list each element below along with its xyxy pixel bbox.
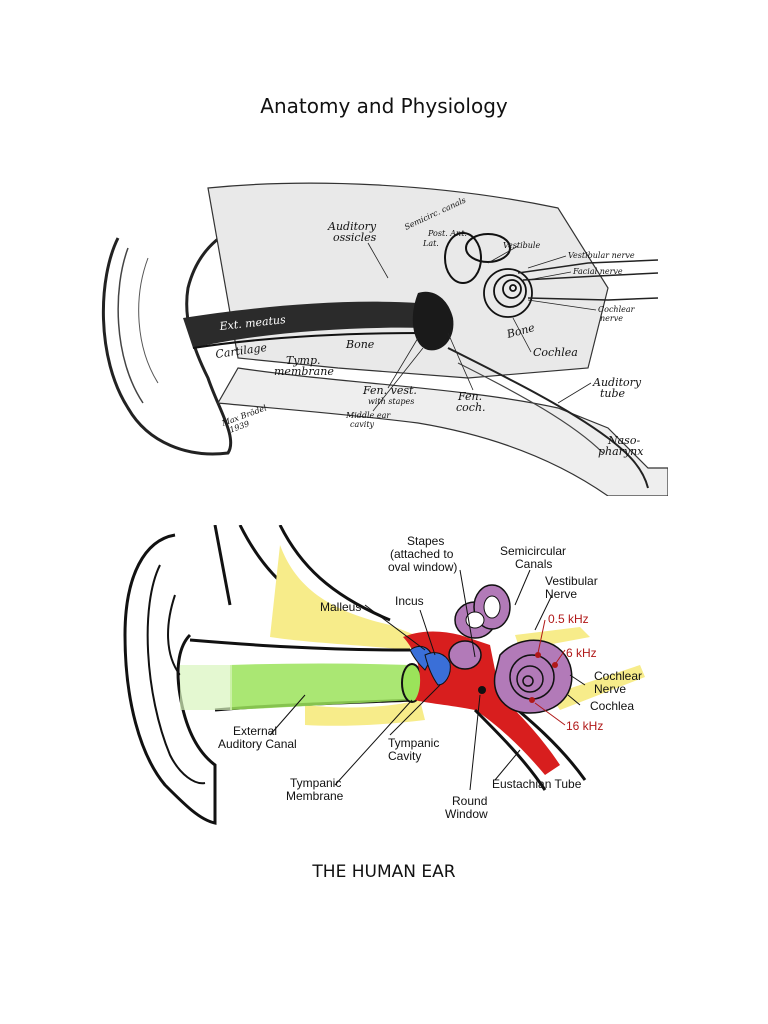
label-bone: Bone [345,338,375,351]
label-cochlea: Cochlea [533,346,578,359]
label-eustachian-tube: Eustachian Tube [492,777,582,791]
label-with-stapes: with stapes [368,397,414,406]
label-post-ant: Post. Ant. [427,229,467,238]
label-freq-16khz: 16 kHz [566,719,603,733]
label-malleus: Malleus [320,600,361,614]
label-vestibule: Vestibule [503,241,540,250]
label-freq-6khz: 6 kHz [566,646,597,660]
figure-caption: THE HUMAN EAR [312,862,456,882]
label-facial-nerve: Facial nerve [572,267,623,276]
label-tymp-membrane: Tymp.membrane [274,354,334,378]
label-incus: Incus [395,594,424,608]
label-cochlea: Cochlea [590,699,634,713]
label-naso-pharynx: Naso-pharynx [598,434,644,458]
page-title: Anatomy and Physiology [260,94,508,118]
label-vestibular-nerve: Vestibular nerve [568,251,635,260]
label-freq-0-5khz: 0.5 kHz [548,612,589,626]
label-lat: Lat. [422,239,439,248]
label-fen-coch: Fen.coch. [456,390,486,414]
